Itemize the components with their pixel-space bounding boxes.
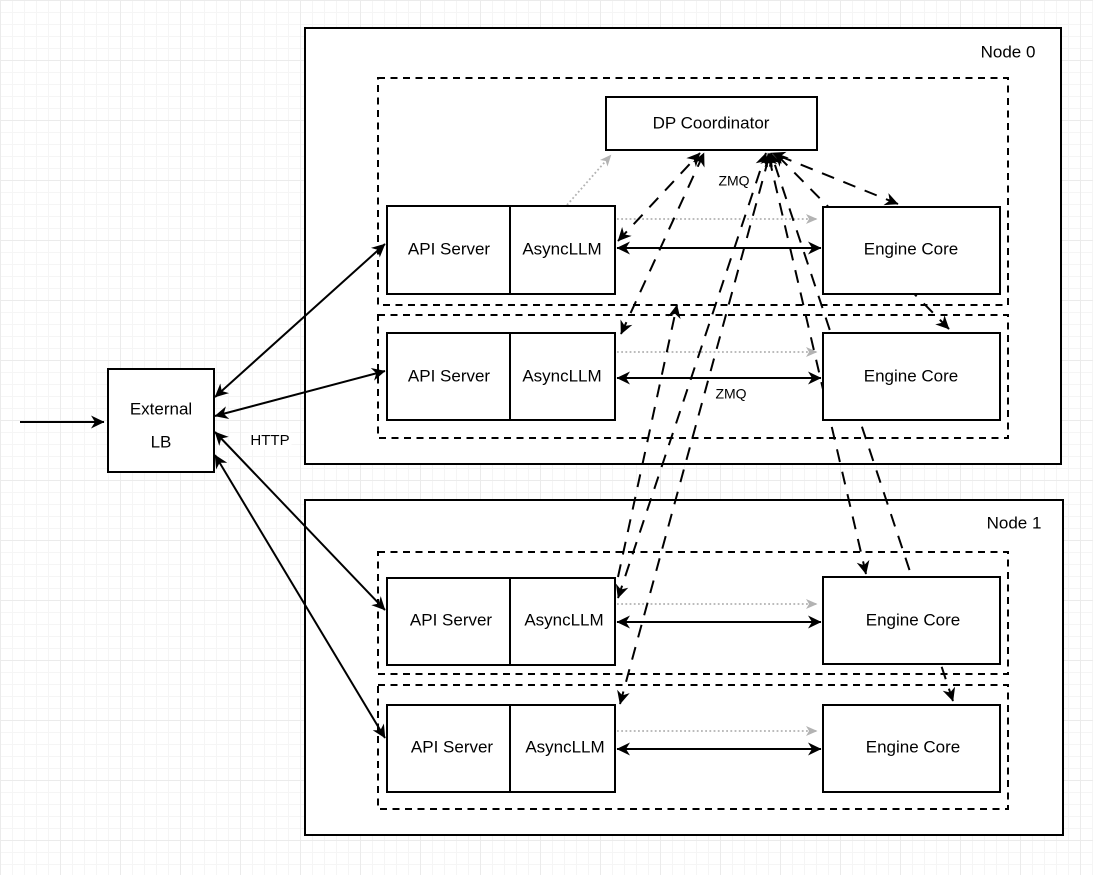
row1-engine-core-box bbox=[822, 206, 1001, 295]
dp-coordinator-label: DP Coordinator bbox=[652, 113, 770, 133]
external-lb-box bbox=[107, 368, 215, 473]
row1-api-server-label: API Server bbox=[407, 239, 491, 259]
zmq-coordinator-label: ZMQ bbox=[716, 172, 752, 189]
row2-engine-core-label: Engine Core bbox=[863, 366, 959, 386]
http-label: HTTP bbox=[248, 431, 292, 450]
row1-engine-core-label: Engine Core bbox=[863, 239, 959, 259]
row4-engine-core-box bbox=[822, 704, 1001, 793]
edge-lb-api2 bbox=[214, 368, 386, 419]
row4-engine-core-label: Engine Core bbox=[865, 737, 961, 757]
external-lb-label-line2: LB bbox=[150, 432, 172, 452]
row4-asyncllm-label: AsyncLLM bbox=[525, 737, 605, 757]
row3-engine-core-box bbox=[822, 576, 1001, 665]
row2-engine-core-box bbox=[822, 332, 1001, 421]
node0-label: Node 0 bbox=[980, 42, 1036, 62]
node1-label: Node 1 bbox=[986, 513, 1042, 533]
row3-engine-core-label: Engine Core bbox=[865, 610, 961, 630]
edge-coordinator-asyncllm4-dashed bbox=[617, 152, 773, 705]
row3-asyncllm-label: AsyncLLM bbox=[524, 610, 604, 630]
edge-asyncllm1-coordinator-dotted bbox=[566, 154, 612, 206]
row2-api-server-label: API Server bbox=[407, 366, 491, 386]
row4-api-server-label: API Server bbox=[410, 737, 494, 757]
row3-api-server-label: API Server bbox=[409, 610, 493, 630]
edge-asyncllm3-rank0container-dashed bbox=[617, 304, 681, 578]
row3-api-asyncllm-box bbox=[386, 577, 616, 666]
dp-coordinator-box bbox=[605, 96, 818, 151]
row4-api-asyncllm-box bbox=[386, 704, 616, 793]
zmq-row-label: ZMQ bbox=[713, 385, 749, 402]
row2-asyncllm-label: AsyncLLM bbox=[522, 366, 602, 386]
row1-api-asyncllm-box bbox=[386, 205, 616, 295]
component-boxes bbox=[107, 96, 1001, 793]
row2-api-asyncllm-box bbox=[386, 332, 616, 421]
node0-rank0-container bbox=[377, 77, 1009, 306]
external-lb-label-line1: External bbox=[129, 399, 193, 419]
row1-asyncllm-label: AsyncLLM bbox=[522, 239, 602, 259]
edge-lb-api4 bbox=[214, 454, 386, 739]
